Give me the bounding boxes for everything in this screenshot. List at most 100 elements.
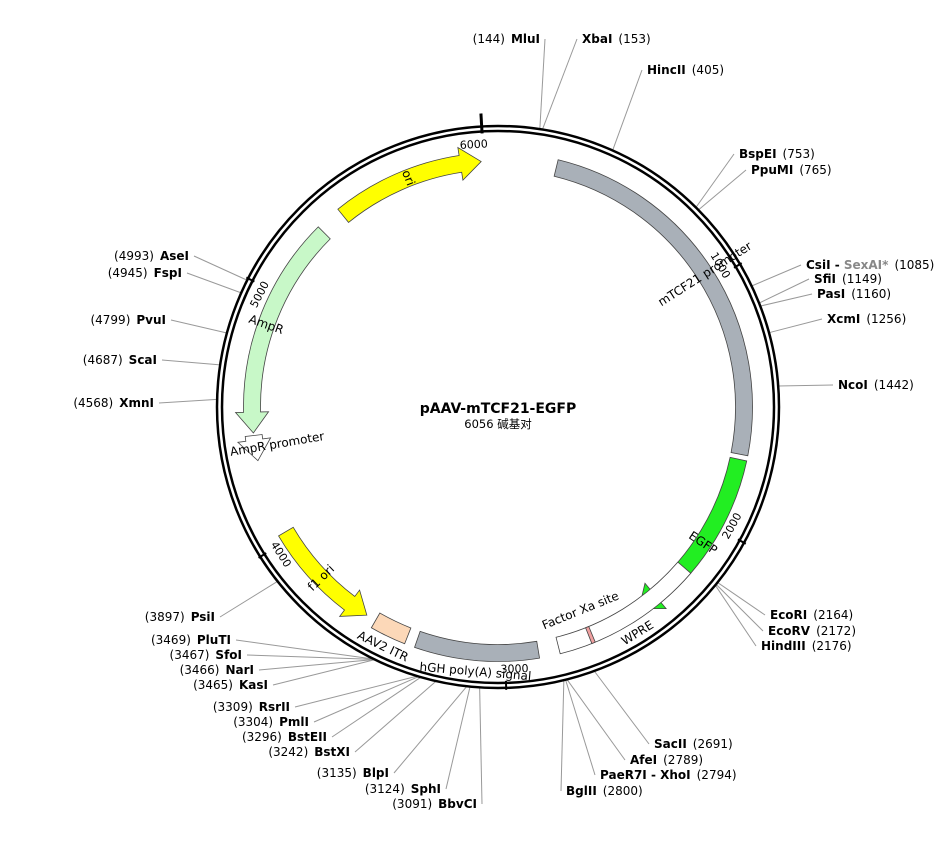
site-ppumi-name: PpuMI xyxy=(751,163,793,177)
site-bsteii-name: BstEII xyxy=(288,730,327,744)
leader-bglii xyxy=(561,680,564,791)
site-blpi-name: BlpI xyxy=(363,766,389,780)
site-bstxi[interactable]: (3242) BstXI xyxy=(268,745,350,759)
site-sfoi[interactable]: (3467)SfoI xyxy=(170,648,242,662)
site-bsteii[interactable]: (3296) BstEII xyxy=(242,730,327,744)
site-pluti-num: (3469) xyxy=(151,633,191,647)
site-ncoi-name: NcoI xyxy=(838,378,868,392)
site-sphi[interactable]: (3124)SphI xyxy=(365,782,441,796)
site-sacii[interactable]: SacII(2691) xyxy=(654,737,733,751)
site-nari[interactable]: (3466)NarI xyxy=(180,663,254,677)
site-bstxi-num: (3242) xyxy=(268,745,308,759)
site-ecori-name: EcoRI xyxy=(770,608,807,622)
site-ppumi[interactable]: PpuMI(765) xyxy=(751,163,832,177)
site-scai-name: ScaI xyxy=(129,353,157,367)
leader-sfii xyxy=(759,279,809,303)
site-sacii-num: (2691) xyxy=(693,737,733,751)
leader-hincii xyxy=(613,70,642,150)
site-psii[interactable]: (3897) PsiI xyxy=(145,610,215,624)
site-xbai[interactable]: XbaI(153) xyxy=(582,32,651,46)
site-fspi[interactable]: (4945)FspI xyxy=(108,266,182,280)
site-rsrii[interactable]: (3309)RsrII xyxy=(213,700,290,714)
leader-scai xyxy=(162,360,220,365)
site-pasi-num: (1160) xyxy=(851,287,891,301)
site-xcmi-name: XcmI xyxy=(827,312,860,326)
site-ecorv-num: (2172) xyxy=(816,624,856,638)
site-asei[interactable]: (4993)AseI xyxy=(114,249,189,263)
site-pmli[interactable]: (3304)PmlI xyxy=(233,715,309,729)
site-scai[interactable]: (4687)ScaI xyxy=(83,353,157,367)
site-afei[interactable]: AfeI (2789) xyxy=(630,753,703,767)
site-bspei-num: (753) xyxy=(783,147,815,161)
site-hindiii-num: (2176) xyxy=(812,639,852,653)
site-pasi-name: PasI xyxy=(817,287,845,301)
leader-afei xyxy=(567,679,625,760)
plasmid-name: pAAV-mTCF21-EGFP xyxy=(420,401,577,417)
site-nari-name: NarI xyxy=(225,663,254,677)
site-pvui[interactable]: (4799)PvuI xyxy=(90,313,166,327)
site-sfii-name: SfiI xyxy=(814,272,836,286)
site-sfii-num: (1149) xyxy=(842,272,882,286)
leader-mlui xyxy=(540,39,545,129)
site-paer7i-name: PaeR7I xyxy=(600,768,647,782)
site-bglii-num: (2800) xyxy=(603,784,643,798)
site-pasi[interactable]: PasI (1160) xyxy=(817,287,891,301)
site-hincii[interactable]: HincII(405) xyxy=(647,63,724,77)
leader-bstxi xyxy=(355,681,436,752)
site-afei-name: AfeI xyxy=(630,753,657,767)
leader-ecorv xyxy=(716,584,763,631)
site-asei-name: AseI xyxy=(160,249,189,263)
site-kasi[interactable]: (3465)KasI xyxy=(193,678,268,692)
plasmid-size: 6056 碱基对 xyxy=(464,417,532,431)
site-bglii[interactable]: BglII (2800) xyxy=(566,784,643,798)
site-bglii-name: BglII xyxy=(566,784,597,798)
site-xmni[interactable]: (4568)XmnI xyxy=(73,396,154,410)
site-hindiii[interactable]: HindIII (2176) xyxy=(761,639,852,653)
leader-asei xyxy=(194,256,247,280)
leader-kasi xyxy=(273,660,375,685)
site-sfii[interactable]: SfiI (1149) xyxy=(814,272,882,286)
leader-pvui xyxy=(171,320,227,333)
site-paer7i[interactable]: PaeR7I - XhoI(2794) xyxy=(600,768,737,782)
leader-nari xyxy=(259,659,375,670)
site-rsrii-num: (3309) xyxy=(213,700,253,714)
site-blpi[interactable]: (3135) BlpI xyxy=(317,766,389,780)
site-xbai-num: (153) xyxy=(618,32,650,46)
site-ecorv[interactable]: EcoRV (2172) xyxy=(768,624,856,638)
site-xcmi-num: (1256) xyxy=(866,312,906,326)
leader-ppumi xyxy=(698,170,746,210)
site-psii-num: (3897) xyxy=(145,610,185,624)
tick-6000 xyxy=(481,113,482,133)
site-ecorv-name: EcoRV xyxy=(768,624,811,638)
site-pluti-name: PluTI xyxy=(197,633,231,647)
site-hindiii-name: HindIII xyxy=(761,639,806,653)
site-afei-num: (2789) xyxy=(663,753,703,767)
feature-mtcf21-promoter[interactable] xyxy=(554,160,752,456)
site-bspei-name: BspEI xyxy=(739,147,777,161)
site-ecori-num: (2164) xyxy=(813,608,853,622)
site-mlui[interactable]: (144)MluI xyxy=(473,32,540,46)
leader-paer7i xyxy=(566,680,595,775)
site-bsteii-num: (3296) xyxy=(242,730,282,744)
site-paer7i-sep: - xyxy=(647,768,660,782)
site-blpi-num: (3135) xyxy=(317,766,357,780)
site-xmni-name: XmnI xyxy=(119,396,154,410)
leader-csii xyxy=(752,265,801,286)
leader-psii xyxy=(220,581,278,617)
site-ecori[interactable]: EcoRI (2164) xyxy=(770,608,853,622)
site-bstxi-name: BstXI xyxy=(314,745,350,759)
leader-sfoi xyxy=(247,655,374,659)
site-pluti[interactable]: (3469) PluTI xyxy=(151,633,231,647)
feature-hgh-polya[interactable] xyxy=(415,631,540,661)
leader-sacii xyxy=(594,671,649,744)
site-ncoi[interactable]: NcoI(1442) xyxy=(838,378,914,392)
site-xcmi[interactable]: XcmI (1256) xyxy=(827,312,906,326)
site-bspei[interactable]: BspEI (753) xyxy=(739,147,815,161)
site-bbvci[interactable]: (3091)BbvCI xyxy=(392,797,477,811)
leader-ncoi xyxy=(778,385,833,386)
site-paer7i-num: (2794) xyxy=(697,768,737,782)
site-psii-name: PsiI xyxy=(191,610,215,624)
leader-pmli xyxy=(314,677,419,722)
site-csii[interactable]: CsiI - SexAI*(1085) xyxy=(806,258,934,272)
